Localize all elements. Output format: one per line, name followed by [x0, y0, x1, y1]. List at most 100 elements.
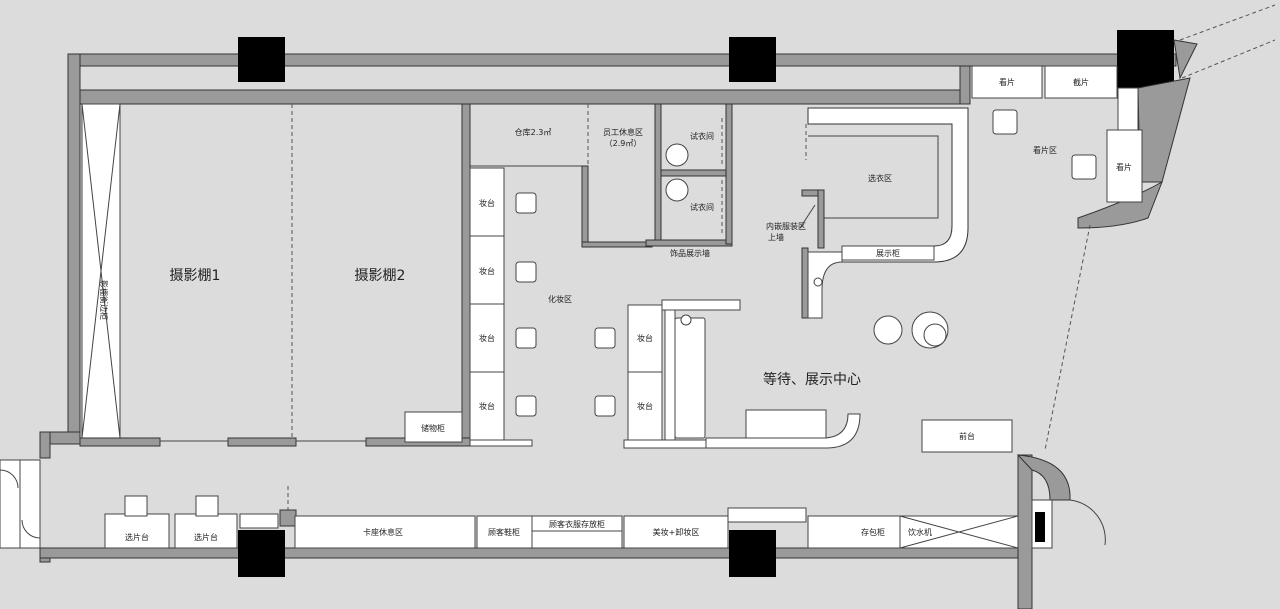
select-desk: [174, 513, 238, 549]
bag-cabinet: [807, 515, 901, 549]
vanity2-label: 妆台: [479, 266, 495, 276]
bench-sofa: [674, 317, 706, 439]
makeup-stool: [594, 395, 616, 417]
storage-cabinet: [404, 411, 463, 443]
shoe-cabinet-label: 顾客鞋柜: [488, 527, 520, 537]
fitting-room1-label: 试衣间: [690, 131, 714, 141]
makeup-area-label: 化妆区: [548, 294, 572, 304]
clothes-select-label: 选衣区: [868, 173, 892, 183]
column: [729, 530, 776, 577]
corridor-end-wall: [959, 65, 971, 105]
makeup-remove-label: 美妆+卸妆区: [653, 527, 700, 537]
pillar: [279, 509, 297, 527]
counter-top: [661, 299, 741, 311]
inner-wall: [801, 247, 809, 319]
select-desk: [104, 513, 170, 549]
studio1-label: 摄影棚1: [170, 268, 221, 284]
accessory-wall-label: 饰品展示墙: [670, 248, 710, 258]
fitting-room2-label: 试衣间: [690, 202, 714, 212]
column: [238, 530, 285, 577]
studios: 影棚衡边柜 摄影棚1 摄影棚2 储物柜: [79, 103, 471, 447]
counter-side: [664, 309, 676, 441]
view-photos2-label: 看片: [1116, 162, 1132, 172]
vanity-counter-right: [627, 304, 663, 442]
storage-cabinet-label: 储物柜: [421, 423, 445, 433]
side-panel: [1117, 87, 1139, 131]
chair: [124, 495, 148, 517]
makeup-stool: [515, 192, 537, 214]
column: [1117, 30, 1174, 88]
chair: [1071, 154, 1097, 180]
front-desk: [921, 419, 1013, 453]
entry-post: [1035, 512, 1045, 542]
chair: [195, 495, 219, 517]
facade-guide: [1044, 224, 1091, 451]
entry-door-swing: [1069, 499, 1106, 546]
staff-rest-area-label: （2.9㎡）: [605, 139, 642, 148]
makeup-stool: [515, 261, 537, 283]
vanity-base: [469, 439, 533, 447]
top-wall: [67, 53, 1177, 67]
vanity4-label: 妆台: [479, 401, 495, 411]
studio2-label: 摄影棚2: [355, 268, 406, 284]
fitting-stool: [665, 178, 689, 202]
studio-bottom-wall: [227, 437, 297, 447]
column: [729, 37, 776, 82]
back-rooms: 仓库2.3㎡ 员工休息区 （2.9㎡） 试衣间 试衣间 饰品展示墙: [470, 103, 733, 258]
left-upper-wall: [67, 53, 81, 445]
right-facade: [1016, 4, 1276, 549]
shoe-cabinet: [476, 515, 533, 549]
studio-bottom-wall: [79, 437, 161, 447]
dispenser-cross: [899, 515, 1019, 549]
upper-wall-label: 上墙: [768, 232, 784, 242]
water-dispenser-label: 饮水机: [908, 527, 932, 537]
view-desk-side: [1106, 129, 1143, 203]
makeup-remove-counter: [623, 515, 729, 549]
left-door-jamb-top: [39, 431, 51, 459]
display-cabinet: [841, 245, 935, 261]
clothing-cabinet: [531, 515, 623, 549]
waiting-center-label: 等待、展示中心: [763, 371, 861, 388]
right-pillar-wall: [1017, 454, 1033, 609]
facade-guide: [1181, 39, 1276, 79]
makeup-stool: [594, 327, 616, 349]
fixture: [680, 314, 692, 326]
booth-seat: [294, 515, 476, 549]
column: [238, 37, 285, 82]
vanity3-label: 妆台: [479, 333, 495, 343]
fitting-divider: [660, 169, 727, 177]
fitting-left-wall: [654, 103, 662, 245]
facade-fin: [1173, 39, 1198, 80]
fitting-bottom-wall: [645, 239, 733, 247]
bottom-wall: [39, 547, 1026, 559]
waiting-sofa: [705, 413, 861, 449]
fixture: [813, 277, 823, 287]
studio-right-wall: [461, 103, 471, 445]
partition-wall: [581, 165, 589, 247]
waiting-center: 等待、展示中心 前台: [705, 311, 1013, 453]
clothes-area: 选衣区 内嵌服装区 上墙 展示柜: [766, 107, 969, 319]
makeup-stool: [515, 327, 537, 349]
corridor-wall: [79, 89, 971, 105]
facade-guide: [1179, 4, 1276, 41]
makeup-area: 妆台 妆台 妆台 妆台 化妆区 妆台 妆台: [469, 167, 745, 449]
select-desk1-label: 选片台: [125, 532, 149, 542]
facade-wall: [1137, 77, 1191, 183]
booth-rest-label: 卡座休息区: [363, 527, 403, 537]
crop-desk: [1044, 65, 1118, 99]
studio-cabinet-label: 影棚衡边柜: [99, 280, 109, 320]
fitting-stool: [665, 143, 689, 167]
columns: [238, 30, 1174, 577]
warehouse-label: 仓库2.3㎡: [515, 127, 552, 137]
clothing-inner-line: [808, 135, 939, 219]
inner-wall: [817, 189, 825, 249]
view-photos1-label: 看片: [999, 77, 1015, 87]
inner-clothing-label: 内嵌服装区: [766, 221, 806, 231]
view-area-label: 看片区: [1033, 145, 1057, 155]
chair: [923, 323, 947, 347]
partition-wall: [581, 241, 653, 248]
vanity1-label: 妆台: [479, 198, 495, 208]
cabinet-cross: [81, 103, 121, 439]
staff-rest-label: 员工休息区: [603, 127, 643, 137]
